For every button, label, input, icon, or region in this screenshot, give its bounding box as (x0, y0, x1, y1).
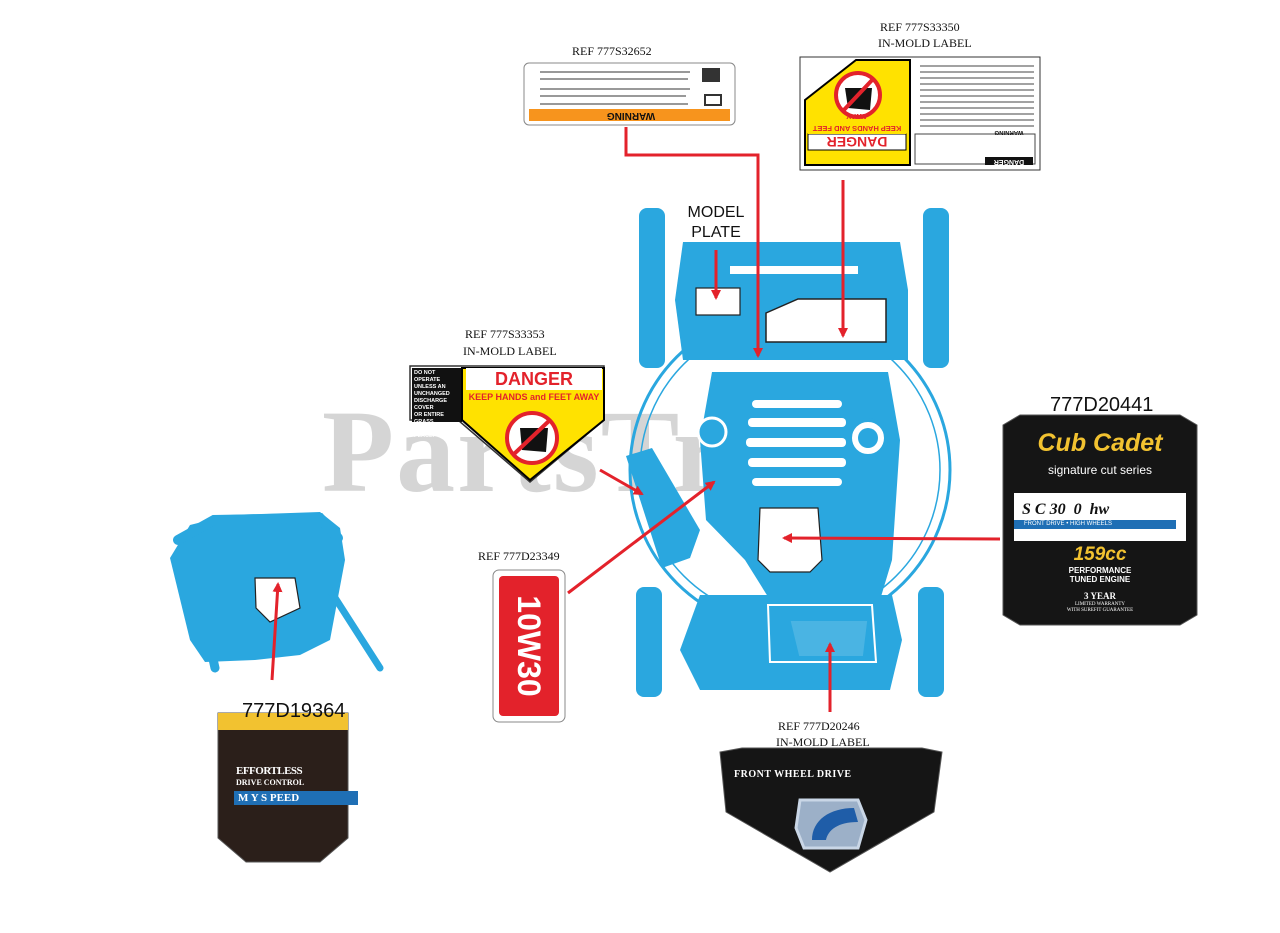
front-drive-ref: REF 777D20246 (778, 719, 860, 733)
cubcadet-band: FRONT DRIVE • HIGH WHEELS (1024, 521, 1112, 527)
danger-label-top-graphic (799, 56, 1041, 171)
cubcadet-engine-line2: TUNED ENGINE (1069, 575, 1131, 584)
front-drive-label-graphic (719, 747, 943, 873)
cubcadet-warranty-line2: LIMITED WARRANTY (1074, 602, 1126, 607)
danger-left-side-line: UNLESS AN (414, 384, 446, 390)
danger-top-sub: IN-MOLD LABEL (878, 36, 972, 50)
engine-emblem-window (757, 507, 823, 573)
oil-label-graphic (492, 569, 566, 723)
danger-left-side-line: UNCHANGED (414, 391, 450, 397)
cubcadet-model: S C 30 0 hw (1022, 501, 1110, 518)
handle-label-line1: EFFORTLESS (236, 765, 303, 777)
callout-arrows (270, 127, 1001, 712)
model-plate-line2: PLATE (691, 224, 741, 241)
danger-top-side-warning: WARNING (994, 129, 1024, 135)
warning-label-graphic (523, 62, 736, 126)
danger-left-sub: IN-MOLD LABEL (463, 344, 557, 358)
danger-left-title: DANGER (494, 369, 573, 389)
front-drive-label-text: FRONT WHEEL DRIVE (734, 769, 852, 780)
arrow-handle-label (270, 582, 283, 681)
warning-label-ref: REF 777S32652 (572, 44, 652, 58)
danger-left-side-text: DO NOT OPERATE UNLESS AN UNCHANGED DISCH… (414, 370, 462, 440)
danger-top-sub: KEEP HANDS AND FEET AWAY (812, 112, 902, 133)
model-plate-line1: MODEL (687, 204, 745, 221)
danger-left-ref: REF 777S33353 (465, 327, 545, 341)
arrow-danger-left (599, 468, 644, 496)
model-plate-callout: MODEL PLATE (684, 203, 748, 243)
danger-top-side-danger: DANGER (993, 158, 1025, 165)
cubcadet-series: signature cut series (1047, 463, 1153, 477)
danger-left-side-line: OR ENTIRE GRASS (414, 412, 444, 425)
cubcadet-label-graphic (1002, 414, 1198, 626)
arrow-oil-label (567, 480, 716, 595)
rear-right-wheel (923, 208, 949, 368)
warning-label-title: WARNING (606, 110, 656, 121)
danger-left-side-line: DISCHARGE COVER (414, 398, 448, 411)
cubcadet-part-number: 777D20441 (1050, 394, 1154, 416)
danger-top-title: DANGER (826, 134, 888, 150)
front-right-wheel (918, 587, 944, 697)
handle-label-band: M Y S PEED (238, 792, 300, 804)
arrow-cubcadet-label (782, 533, 1001, 544)
bag-label-window (765, 298, 887, 343)
danger-left-sub: KEEP HANDS and FEET AWAY (468, 392, 600, 402)
cubcadet-brand: Cub Cadet (1037, 429, 1163, 457)
handle-label-line2: DRIVE CONTROL (236, 778, 305, 787)
handle-part-number: 777D19364 (242, 700, 346, 722)
oil-label-ref: REF 777D23349 (478, 549, 560, 563)
front-drive-sub: IN-MOLD LABEL (776, 735, 870, 749)
danger-top-ref: REF 777S33350 (880, 20, 960, 34)
rear-left-wheel (639, 208, 665, 368)
oil-label-text: 10W30 (511, 595, 547, 697)
cubcadet-warranty-line1: 3 YEAR (1084, 591, 1116, 601)
danger-left-side-line: PLACE. (414, 433, 435, 439)
danger-left-side-line: CATCHER IS IN (414, 426, 455, 432)
cubcadet-engine-line1: PERFORMANCE (1068, 566, 1132, 575)
danger-left-side-line: DO NOT OPERATE (414, 370, 441, 383)
danger-label-left-graphic (409, 365, 605, 483)
handle-assembly-drawing (170, 512, 384, 673)
arrow-warning-label (624, 127, 763, 358)
cubcadet-engine-cc: 159cc (1073, 544, 1127, 565)
cubcadet-warranty-line3: WITH SUREFIT GUARANTEE (1066, 608, 1134, 613)
model-plate-window (695, 287, 741, 316)
front-left-wheel (636, 587, 662, 697)
handle-label-graphic (217, 712, 358, 863)
side-discharge (626, 448, 700, 568)
mower-drawing (626, 208, 952, 697)
